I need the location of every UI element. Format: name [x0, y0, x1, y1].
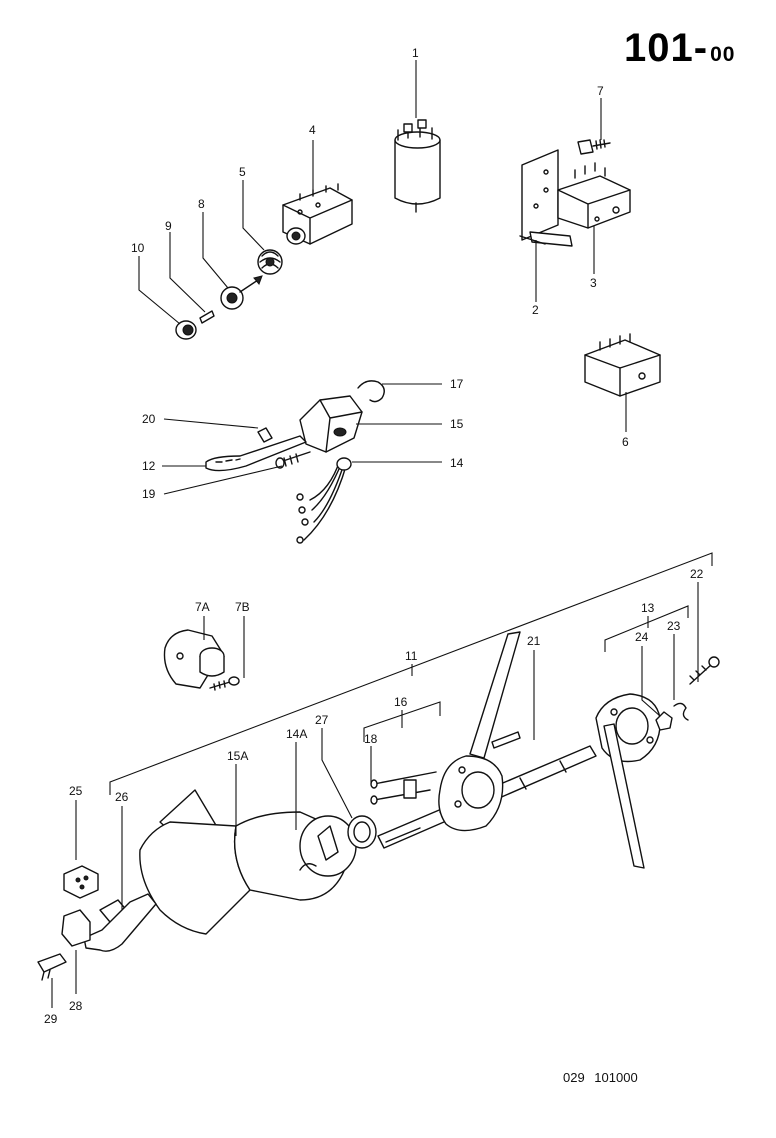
part-25-connector: [63, 865, 99, 899]
part-9-pin: [199, 310, 215, 324]
label-17: 17: [450, 377, 464, 391]
part-15a-shroud: [139, 789, 251, 935]
label-14a: 14A: [286, 727, 307, 741]
part-labels: 1 7 4 5 8 9 10 3 2 6 17 20 15 12 14 19 2…: [44, 46, 704, 1026]
part-22-bolt: [689, 656, 720, 685]
label-28: 28: [69, 999, 83, 1013]
bracket-13: [604, 605, 689, 652]
label-10: 10: [131, 241, 145, 255]
label-16: 16: [394, 695, 408, 709]
part-3-relay-bracket: [519, 149, 631, 247]
part-5-spring: [257, 249, 283, 275]
part-28-block: [61, 909, 91, 947]
part-1-relay-can: [394, 119, 441, 213]
leader-lines: [51, 60, 699, 1008]
label-18: 18: [364, 732, 378, 746]
part-26-bracket: [83, 893, 157, 952]
page-code: 101-00: [624, 26, 735, 71]
label-1: 1: [412, 46, 419, 60]
label-19: 19: [142, 487, 156, 501]
page-code-main: 101-: [624, 26, 709, 70]
bracket-11: [109, 552, 713, 795]
label-7: 7: [597, 84, 604, 98]
label-9: 9: [165, 219, 172, 233]
label-6: 6: [622, 435, 629, 449]
part-6-relay-block: [584, 333, 661, 397]
label-20: 20: [142, 412, 156, 426]
label-15: 15: [450, 417, 464, 431]
part-12-stalk-lever: [205, 435, 307, 472]
part-8-knob: [220, 275, 263, 310]
part-14a-housing: [233, 811, 357, 901]
part-16-switch-assembly: [438, 631, 521, 832]
part-13-wiper-switch: [595, 693, 661, 869]
page-code-sub: 00: [710, 43, 736, 66]
part-20-screw: [257, 427, 273, 443]
part-17-clip: [357, 380, 385, 403]
label-7a: 7A: [195, 600, 210, 614]
label-27: 27: [315, 713, 329, 727]
part-15-switch-housing: [299, 395, 363, 453]
part-4-switch-box: [282, 183, 353, 245]
label-13: 13: [641, 601, 655, 615]
part-10-cap: [175, 320, 197, 340]
label-12: 12: [142, 459, 156, 473]
part-23-spring-clip: [673, 702, 689, 721]
label-4: 4: [309, 123, 316, 137]
label-29: 29: [44, 1012, 58, 1026]
label-11: 11: [405, 649, 418, 663]
label-23: 23: [667, 619, 681, 633]
label-21: 21: [527, 634, 541, 648]
label-26: 26: [115, 790, 129, 804]
part-14-wiring-harness: [296, 457, 352, 544]
part-7-screw: [577, 139, 611, 155]
drawing-number: 029 101000: [563, 1070, 638, 1085]
part-19-bolt: [275, 451, 311, 469]
label-3: 3: [590, 276, 597, 290]
label-7b: 7B: [235, 600, 250, 614]
part-27-ring: [347, 815, 377, 849]
part-7a-bracket: [163, 629, 225, 689]
part-29-plug: [37, 953, 67, 981]
label-15a: 15A: [227, 749, 248, 763]
label-8: 8: [198, 197, 205, 211]
label-2: 2: [532, 303, 539, 317]
label-25: 25: [69, 784, 83, 798]
label-22: 22: [690, 567, 704, 581]
label-14: 14: [450, 456, 464, 470]
part-24-nut: [655, 711, 673, 731]
part-7b-screw: [209, 676, 240, 691]
part-21-pin: [491, 731, 521, 749]
label-24: 24: [635, 630, 649, 644]
label-5: 5: [239, 165, 246, 179]
part-18-bolt: [370, 771, 437, 805]
